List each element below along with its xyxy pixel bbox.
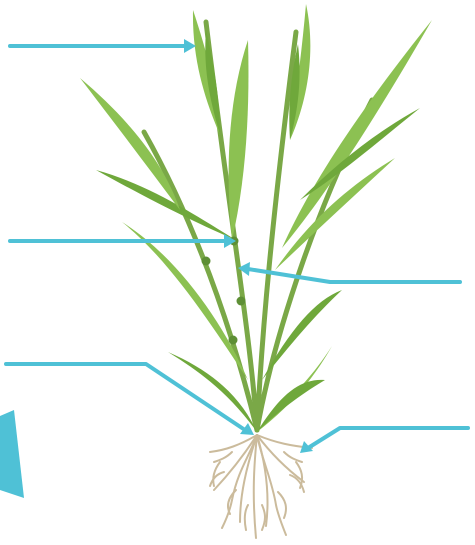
node-marker xyxy=(237,297,246,306)
stems xyxy=(144,22,372,430)
node-marker xyxy=(202,257,211,266)
node-marker xyxy=(229,336,238,345)
leaves xyxy=(80,4,432,432)
root-system xyxy=(210,435,312,538)
pointer-roots xyxy=(308,428,468,448)
leaf-blade xyxy=(122,222,248,380)
pointer-stem xyxy=(248,269,460,282)
leaf-blade xyxy=(80,78,180,210)
leaf-blade xyxy=(229,40,249,240)
side-tab xyxy=(0,410,24,498)
leaf-blade xyxy=(262,290,342,380)
leaf-blade xyxy=(168,352,257,432)
pointer-crown xyxy=(6,364,245,430)
